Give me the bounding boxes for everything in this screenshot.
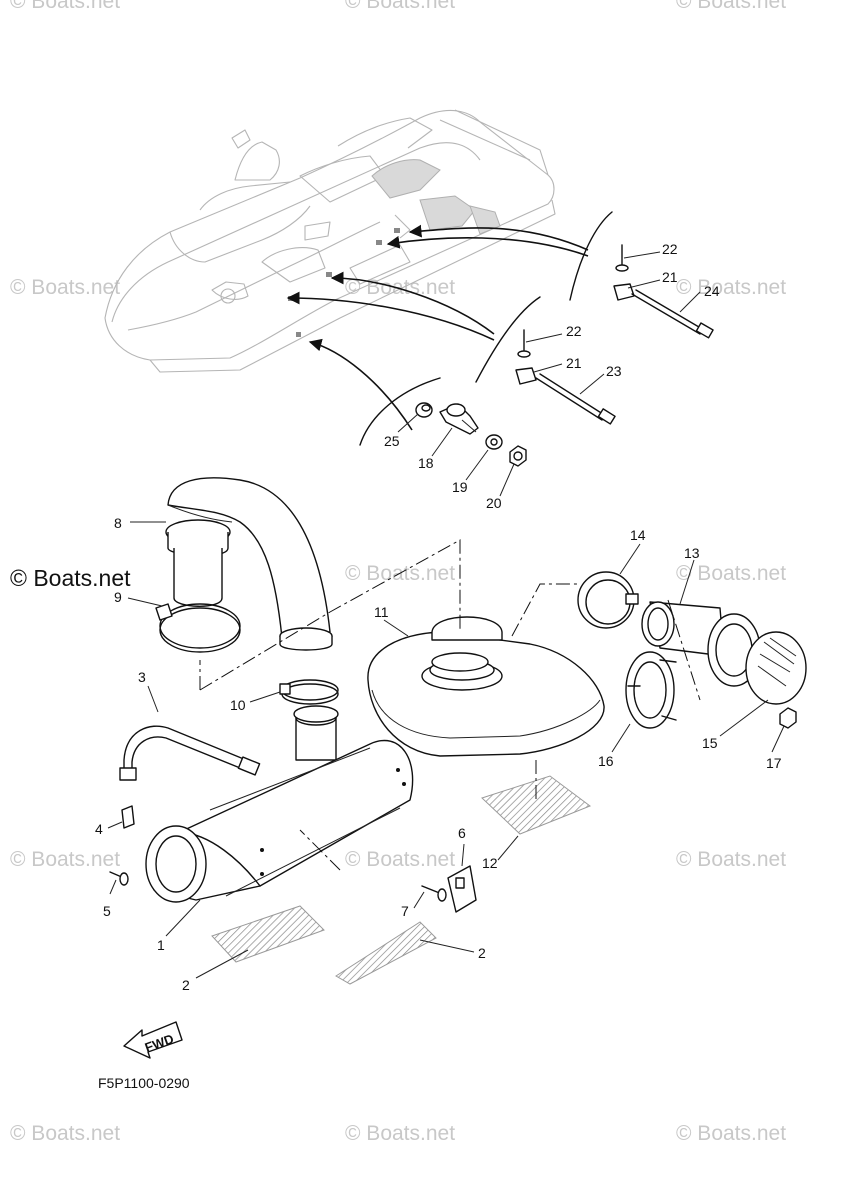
pad-2-left — [211, 905, 325, 963]
leader-arrow — [308, 338, 413, 431]
alignment-lines — [199, 539, 701, 871]
bracket-4 — [121, 805, 135, 829]
callout-24: 24 — [704, 283, 720, 299]
intake-silencer-1 — [145, 705, 414, 903]
hose-clamp-14 — [577, 571, 639, 629]
callout-10: 10 — [230, 697, 246, 713]
watermark-dark: © Boats.net — [10, 565, 131, 591]
callout-1: 1 — [157, 937, 165, 953]
air-duct-8 — [165, 477, 333, 651]
callout-6: 6 — [458, 825, 466, 841]
cap-25 — [415, 402, 433, 418]
mounting-ring-16 — [625, 651, 677, 729]
callout-leaders — [107, 251, 785, 979]
watermark: © Boats.net — [10, 848, 120, 871]
callout-22: 22 — [566, 323, 582, 339]
watermark: © Boats.net — [10, 1122, 120, 1145]
leader-arrow — [330, 271, 495, 335]
clamp-10 — [279, 679, 339, 705]
callout-9: 9 — [114, 589, 122, 605]
callout-11: 11 — [374, 604, 389, 620]
callout-20: 20 — [486, 495, 502, 511]
bracket-6 — [447, 865, 477, 913]
watermark: © Boats.net — [345, 848, 455, 871]
strap-3 — [119, 725, 261, 781]
watermark: © Boats.net — [676, 276, 786, 299]
callout-12: 12 — [482, 855, 498, 871]
callout-2: 2 — [182, 977, 190, 993]
rivet-5 — [109, 871, 129, 886]
rivet-22-lower — [517, 329, 531, 358]
callout-14: 14 — [630, 527, 646, 543]
rivet-22-upper — [615, 244, 629, 272]
callout-5: 5 — [103, 903, 111, 919]
watercraft-outline — [104, 109, 556, 373]
air-box-11 — [367, 616, 605, 757]
watermark: © Boats.net — [10, 276, 120, 299]
watermarks: © Boats.net © Boats.net © Boats.net © Bo… — [10, 0, 786, 1145]
callout-25: 25 — [384, 433, 400, 449]
figure-code: F5P1100-0290 — [98, 1075, 190, 1091]
callouts: 1 2 2 3 4 5 6 7 8 9 10 11 12 13 14 15 16… — [95, 241, 782, 993]
callout-21: 21 — [662, 269, 678, 285]
group-bracket — [359, 377, 441, 446]
callout-7: 7 — [401, 903, 409, 919]
callout-16: 16 — [598, 753, 614, 769]
fitting-18 — [439, 403, 479, 435]
watermark: © Boats.net — [676, 562, 786, 585]
callout-17: 17 — [766, 755, 782, 771]
nut-20 — [509, 445, 527, 467]
watermark: © Boats.net — [676, 1122, 786, 1145]
washer-19 — [485, 434, 503, 450]
group-bracket — [569, 211, 613, 301]
callout-21: 21 — [566, 355, 582, 371]
nut-17 — [779, 707, 797, 729]
watermark: © Boats.net — [676, 0, 786, 13]
leader-arrow — [386, 235, 589, 257]
watermark: © Boats.net — [345, 0, 455, 13]
clip-21-upper — [613, 283, 635, 301]
callout-23: 23 — [606, 363, 622, 379]
callout-22: 22 — [662, 241, 678, 257]
cable-tie-23 — [535, 373, 616, 425]
band-clamp-9 — [155, 603, 241, 653]
watermark: © Boats.net — [10, 0, 120, 13]
watermark: © Boats.net — [345, 1122, 455, 1145]
leader-arrow — [286, 291, 495, 341]
group-bracket — [475, 296, 541, 383]
callout-15: 15 — [702, 735, 718, 751]
watermark: © Boats.net — [676, 848, 786, 871]
pad-12 — [481, 775, 592, 835]
callout-18: 18 — [418, 455, 434, 471]
forward-arrow-icon: FWD — [123, 1021, 183, 1059]
cover-plate-15 — [707, 613, 807, 705]
leader-arrow — [408, 224, 589, 251]
callout-13: 13 — [684, 545, 700, 561]
callout-19: 19 — [452, 479, 468, 495]
callout-8: 8 — [114, 515, 122, 531]
callout-2: 2 — [478, 945, 486, 961]
cable-tie-24 — [631, 289, 714, 339]
callout-3: 3 — [138, 669, 146, 685]
bolt-7 — [421, 885, 447, 902]
clip-21-lower — [515, 367, 537, 385]
pad-2-right — [335, 921, 437, 985]
callout-4: 4 — [95, 821, 103, 837]
